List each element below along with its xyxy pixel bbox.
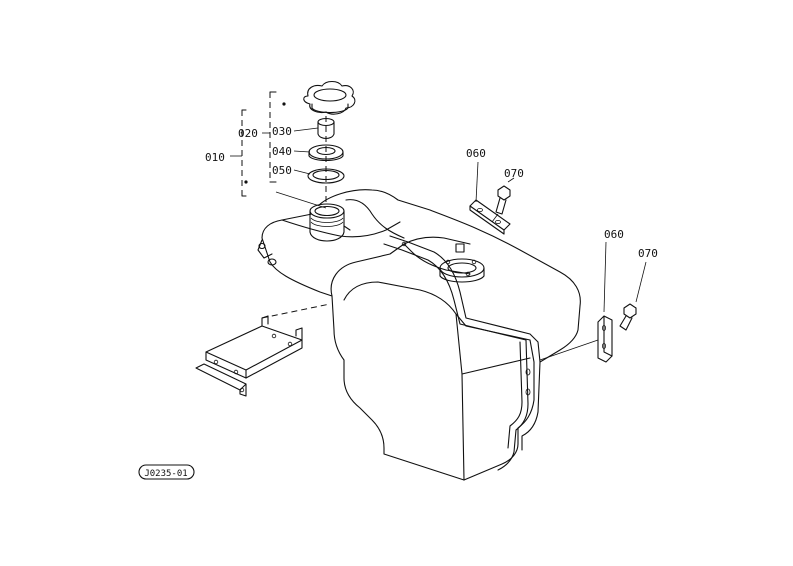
bolt-right-070 — [619, 261, 647, 331]
leader-030 — [293, 127, 319, 132]
callout-070-left: 070 — [504, 167, 524, 180]
callout-030: 030 — [272, 125, 292, 138]
mount-plate — [195, 303, 331, 397]
filler-neck — [309, 203, 351, 242]
leader-neck — [275, 191, 327, 209]
callout-020: 020 — [238, 127, 258, 140]
callout-060-right: 060 — [604, 228, 624, 241]
callout-040: 040 — [272, 145, 292, 158]
leader-040 — [293, 150, 311, 153]
callout-bracket-020 — [262, 91, 286, 183]
drawing-code-stamp: J0235-01 — [138, 464, 195, 480]
bracket-right-060 — [539, 241, 613, 363]
bracket-left-060 — [469, 161, 511, 235]
callout-050: 050 — [272, 164, 292, 177]
callout-010: 010 — [205, 151, 225, 164]
callout-070-right: 070 — [638, 247, 658, 260]
filler-cap — [303, 80, 356, 115]
fuel-tank — [257, 189, 581, 481]
bolt-left-070 — [491, 177, 515, 223]
callout-060-left: 060 — [466, 147, 486, 160]
leader-050 — [293, 169, 311, 175]
callout-bracket-010 — [230, 109, 248, 197]
drawing-code: J0235-01 — [144, 469, 187, 479]
